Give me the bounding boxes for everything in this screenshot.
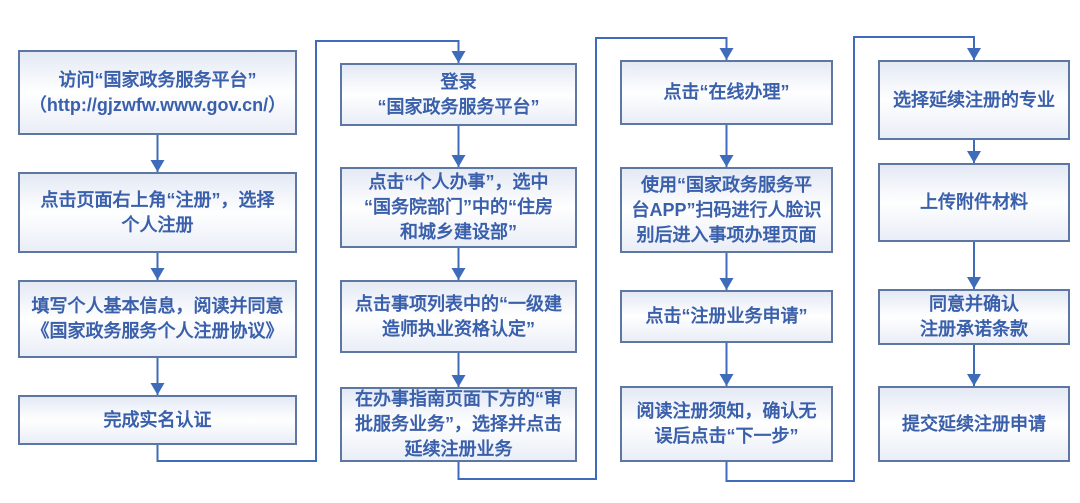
step-text-line: 和城乡建设部” xyxy=(400,222,517,242)
step-online-handle: 点击“在线办理” xyxy=(620,60,833,125)
step-text-line: 误后点击“下一步” xyxy=(654,426,799,446)
step-real-name-auth: 完成实名认证 xyxy=(18,395,297,445)
step-text-line: 填写个人基本信息，阅读并同意 xyxy=(31,296,284,316)
step-text-line: 同意并确认 xyxy=(929,294,1019,314)
step-text-line: 上传附件材料 xyxy=(920,192,1028,212)
step-personal-affairs: 点击“个人办事”，选中 “国务院部门”中的“住房 和城乡建设部” xyxy=(340,167,577,248)
step-confirm-commitment-terms: 同意并确认 注册承诺条款 xyxy=(878,289,1070,345)
step-text-line: 阅读注册须知，确认无 xyxy=(636,401,817,421)
step-text-line: 使用“国家政务服务平 xyxy=(641,174,812,195)
step-text-line: 点击事项列表中的“一级建 xyxy=(355,293,562,314)
step-read-notice-next: 阅读注册须知，确认无 误后点击“下一步” xyxy=(620,386,833,462)
step-text-line: 登录 xyxy=(440,71,477,92)
step-text-line: 在办事指南页面下方的“审 xyxy=(355,389,562,409)
step-text-line: 延续注册业务 xyxy=(404,439,513,459)
step-text-line: 《国家政务服务个人注册协议》 xyxy=(31,321,284,341)
step-text-line: 造师执业资格认定” xyxy=(382,318,535,339)
step-submit-renewal-application: 提交延续注册申请 xyxy=(878,386,1070,462)
step-text-line: 点击“注册业务申请” xyxy=(645,306,808,326)
step-text-line: 点击页面右上角“注册”，选择 xyxy=(40,189,275,210)
step-visit-platform: 访问“国家政务服务平台” （http://gjzwfw.www.gov.cn/） xyxy=(18,50,297,135)
step-text-line: 注册承诺条款 xyxy=(920,319,1028,339)
step-select-renewal-major: 选择延续注册的专业 xyxy=(878,60,1070,140)
flow-connector-col3-to-col4 xyxy=(725,36,981,482)
flow-connector-col2-to-col3 xyxy=(457,37,734,480)
step-app-face-recognition: 使用“国家政务服务平 台APP”扫码进行人脸识 别后进入事项办理页面 xyxy=(620,167,833,253)
step-text-line: 完成实名认证 xyxy=(103,409,212,430)
step-guide-page-renewal: 在办事指南页面下方的“审 批服务业务”，选择并点击 延续注册业务 xyxy=(340,387,577,462)
step-click-register: 点击页面右上角“注册”，选择 个人注册 xyxy=(18,172,297,253)
step-text-line: 点击“个人办事”，选中 xyxy=(368,172,549,192)
step-text-line: 批服务业务”，选择并点击 xyxy=(355,414,562,434)
step-text-line: 别后进入事项办理页面 xyxy=(636,224,817,245)
step-text-line: 选择延续注册的专业 xyxy=(893,89,1055,110)
step-text-line: 提交延续注册申请 xyxy=(902,413,1046,434)
step-text-line: “国务院部门”中的“住房 xyxy=(364,197,553,217)
step-text-line: 点击“在线办理” xyxy=(663,82,790,102)
step-text-line: （http://gjzwfw.www.gov.cn/） xyxy=(28,94,287,115)
step-text-line: “国家政务服务平台” xyxy=(377,96,540,117)
step-item-list-qualification: 点击事项列表中的“一级建 造师执业资格认定” xyxy=(340,280,577,353)
step-registration-business-apply: 点击“注册业务申请” xyxy=(620,290,833,343)
step-login-platform: 登录 “国家政务服务平台” xyxy=(340,63,577,126)
step-text-line: 台APP”扫码进行人脸识 xyxy=(631,199,822,220)
step-fill-personal-info: 填写个人基本信息，阅读并同意 《国家政务服务个人注册协议》 xyxy=(18,280,297,358)
step-text-line: 个人注册 xyxy=(121,214,194,235)
step-upload-attachments: 上传附件材料 xyxy=(878,163,1070,242)
flow-connector-col1-to-col2 xyxy=(156,40,466,462)
step-text-line: 访问“国家政务服务平台” xyxy=(58,69,257,90)
